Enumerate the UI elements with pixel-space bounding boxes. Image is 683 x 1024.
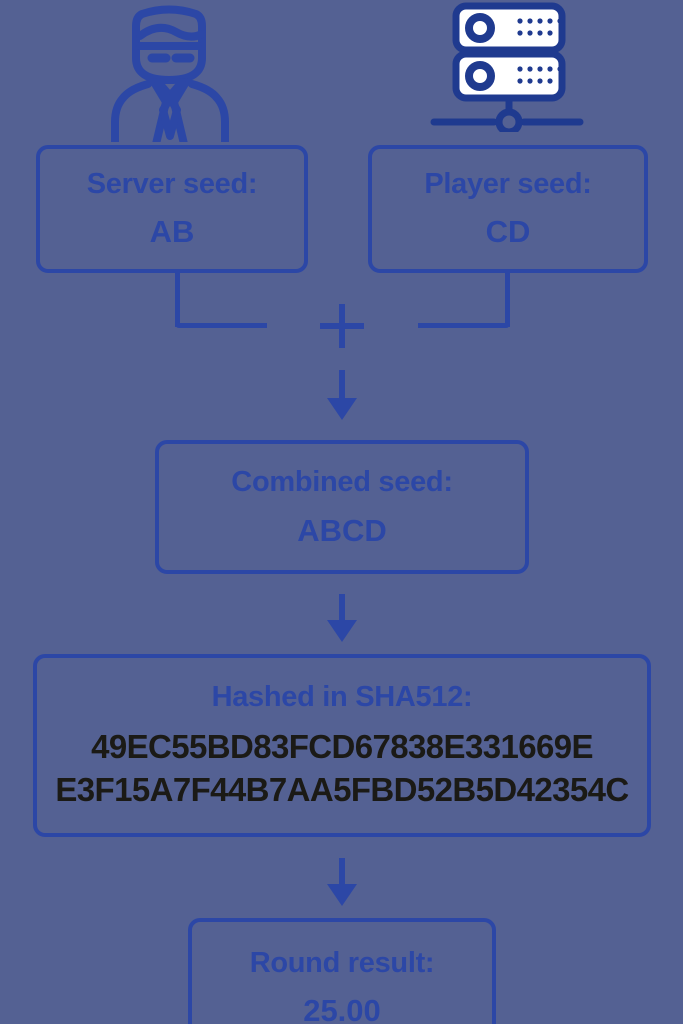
hash-value: 49EC55BD83FCD67838E331669E E3F15A7F44B7A… xyxy=(37,726,647,812)
round-result-value: 25.00 xyxy=(303,993,381,1024)
connector-player-vertical xyxy=(505,273,510,327)
connector-player-horizontal xyxy=(418,323,510,328)
server-seed-value: AB xyxy=(149,214,195,250)
arrow-down-head-to-hash xyxy=(327,620,357,642)
node-sha512-hash: Hashed in SHA512: 49EC55BD83FCD67838E331… xyxy=(33,654,651,837)
connector-server-horizontal xyxy=(175,323,267,328)
arrow-down-head-to-combined xyxy=(327,398,357,420)
combined-seed-label: Combined seed: xyxy=(231,465,453,498)
node-server-seed: Server seed: AB xyxy=(36,145,308,273)
hash-value-line-2: E3F15A7F44B7AA5FBD52B5D42354C xyxy=(55,771,629,809)
arrow-down-icon-to-hash xyxy=(339,594,345,624)
server-seed-label: Server seed: xyxy=(86,168,258,201)
server-rack-icon xyxy=(424,0,584,136)
hash-value-line-1: 49EC55BD83FCD67838E331669E xyxy=(91,728,593,766)
connector-server-vertical xyxy=(175,273,180,327)
node-combined-seed: Combined seed: ABCD xyxy=(155,440,529,574)
arrow-down-icon-to-combined xyxy=(339,370,345,402)
masked-person-icon xyxy=(104,2,234,148)
node-round-result: Round result: 25.00 xyxy=(188,918,496,1024)
player-seed-value: CD xyxy=(485,214,531,250)
node-player-seed: Player seed: CD xyxy=(368,145,648,273)
player-seed-label: Player seed: xyxy=(424,168,592,201)
plus-operator-icon-vertical xyxy=(339,304,345,348)
arrow-down-icon-to-result xyxy=(339,858,345,888)
round-result-label: Round result: xyxy=(249,947,435,979)
combined-seed-value: ABCD xyxy=(297,512,387,548)
arrow-down-head-to-result xyxy=(327,884,357,906)
hash-label: Hashed in SHA512: xyxy=(211,681,473,713)
